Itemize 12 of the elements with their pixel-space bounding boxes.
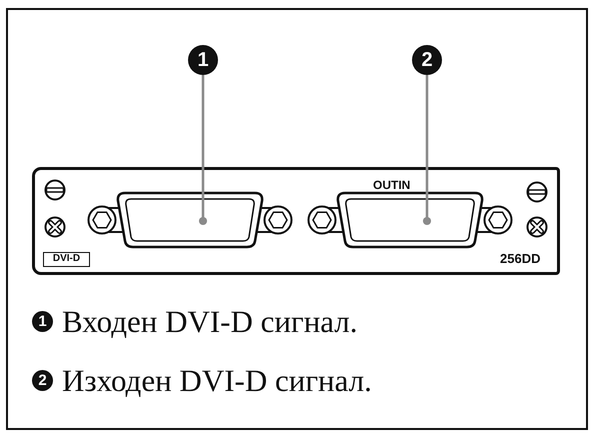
connector-panel xyxy=(32,167,560,275)
label-plate: DVI-D xyxy=(43,252,90,267)
leader-line xyxy=(422,75,432,226)
callout-number: 1 xyxy=(32,311,53,332)
callout-number: 2 xyxy=(32,370,53,391)
model-number: 256DD xyxy=(500,251,540,266)
description-text: Изходен DVI-D сигнал. xyxy=(62,364,372,398)
callout-number: 1 xyxy=(188,45,218,75)
description-text: Входен DVI-D сигнал. xyxy=(62,305,358,339)
port-label: OUTIN xyxy=(373,178,410,192)
callout-number: 2 xyxy=(412,45,442,75)
leader-line xyxy=(198,75,208,226)
